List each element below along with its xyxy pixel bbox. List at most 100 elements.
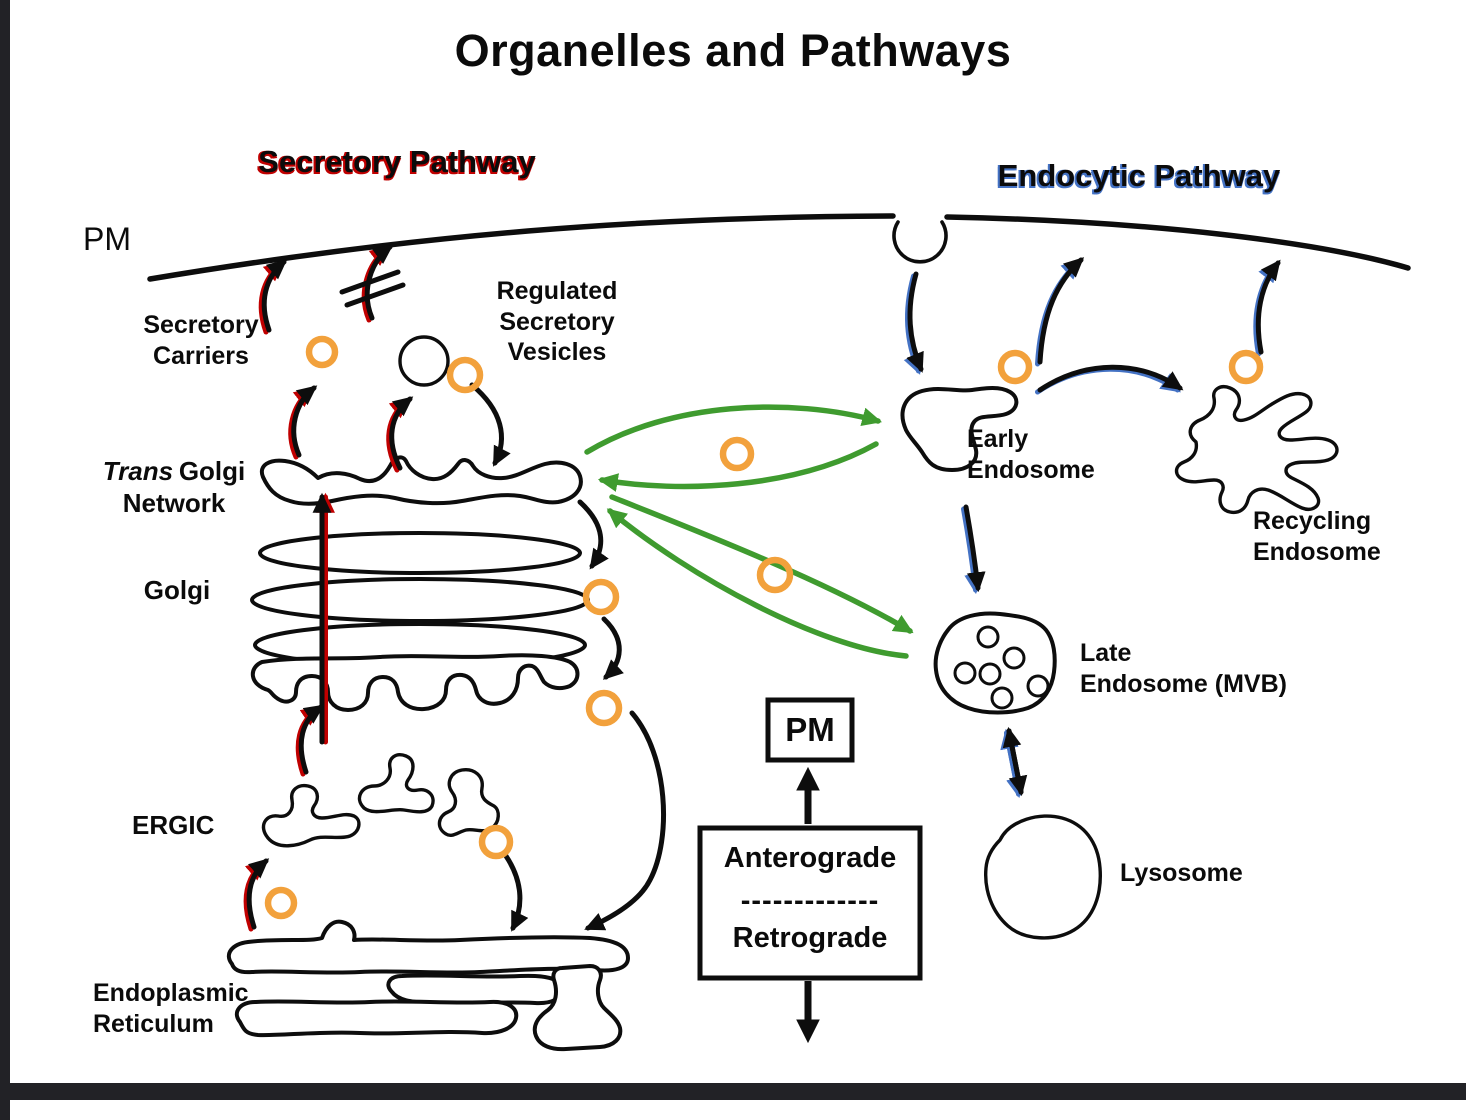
vesicle-coat-ring (264, 886, 298, 920)
recycling-endosome-shape (1174, 385, 1339, 515)
legend-pm-label: PM (785, 711, 835, 748)
arrow-er-to-ergic (243, 858, 270, 932)
endocytic-pit-icon (892, 220, 948, 264)
legend-pm-box (765, 697, 855, 763)
vesicle-coat-ring (585, 689, 623, 727)
er-tubule (226, 919, 630, 975)
label-line: Network (122, 487, 226, 518)
blocked-arrow-slash (344, 282, 406, 308)
arrow-tgn-to-vesicle (386, 396, 414, 473)
er-tubule (234, 999, 519, 1038)
regulated-secretory-vesicle-icon (398, 335, 450, 387)
blocked-arrow-slash (339, 269, 401, 295)
lysosome-shape (984, 814, 1102, 940)
late-endosome-label: Late Endosome (MVB) (1080, 638, 1287, 699)
vesicle-coat-ring (582, 578, 620, 616)
ergic-label: ERGIC (132, 810, 215, 840)
ergic-blob (261, 783, 361, 848)
left-border-bar (0, 0, 10, 1120)
ergic-cluster (261, 753, 500, 848)
recycling-endosome-label: Recycling Endosome (1253, 506, 1381, 567)
vesicle-coat-ring (719, 436, 755, 472)
green-arrow-late-endosome-to-tgn (606, 508, 909, 659)
tgn-italic-word: Trans (102, 456, 174, 486)
mvb-inner-vesicles (953, 625, 1050, 710)
arrow-golgi-retrograde-2 (601, 616, 624, 680)
early-endosome-label: Early Endosome (967, 424, 1095, 485)
vesicle-coat-ring (305, 335, 339, 369)
regulated-secretory-vesicles-label: Regulated Secretory Vesicles (497, 276, 618, 368)
arrow-early-endosome-to-pm (1035, 257, 1085, 367)
vesicle-coat-ring (446, 356, 484, 394)
er-tubule (532, 964, 623, 1052)
label-line: Recycling (1253, 507, 1372, 535)
page-title: Organelles and Pathways (454, 25, 1012, 76)
plasma-membrane-line-left (147, 213, 896, 282)
ergic-blob (437, 768, 500, 838)
label-line: Vesicles (507, 338, 607, 366)
label-line: Endosome (MVB) (1080, 669, 1287, 698)
label-line: Early (967, 425, 1029, 453)
green-arrow-tgn-to-early-endosome (584, 404, 883, 455)
ergic-blob (357, 753, 435, 814)
secretory-carriers-label: Secretory Carriers (143, 310, 258, 371)
golgi-cisterna (258, 531, 582, 575)
arrow-late-endosome-lysosome-bidirectional (1000, 726, 1028, 799)
arrow-early-to-recycling-endosome (1035, 364, 1184, 395)
endoplasmic-reticulum-label: Endoplasmic Reticulum (93, 978, 249, 1039)
endocytic-pathway-heading: Endocytic Pathway (997, 158, 1281, 193)
arrow-pit-to-early-endosome (903, 271, 924, 375)
secretory-arrows (243, 244, 414, 932)
arrow-anterograde-through-golgi (312, 492, 335, 745)
arrow-carrier-to-pm (258, 259, 288, 335)
vesicle-coat-ring (478, 824, 514, 860)
green-transport-arrows (584, 404, 914, 659)
er-tubule (386, 973, 565, 1006)
secretory-pathway-heading: Secretory Pathway (258, 144, 536, 179)
label-line: Regulated (496, 277, 618, 305)
vesicle-coat-ring (756, 556, 794, 594)
mvb-inner-vesicle (1026, 674, 1050, 698)
lysosome-label: Lysosome (1120, 859, 1243, 887)
label-line: Reticulum (93, 1009, 214, 1038)
golgi-label: Golgi (143, 575, 211, 605)
endocytic-arrows (903, 257, 1281, 799)
label-line: Endosome (967, 455, 1095, 484)
mvb-inner-vesicle (990, 686, 1014, 710)
label-line: Endoplasmic (93, 979, 249, 1007)
plasma-membrane-line-right (944, 214, 1411, 271)
label-line: Secretory (143, 311, 259, 339)
arrow-early-to-late-endosome (961, 504, 986, 595)
mvb-inner-vesicle (978, 662, 1002, 686)
bottom-border-bar (0, 1083, 1466, 1100)
label-line: Endosome (1253, 537, 1381, 566)
arrow-vesicle-to-tgn (469, 382, 511, 467)
vesicle-coat-ring (1228, 349, 1264, 385)
green-arrow-early-endosome-to-tgn (597, 441, 879, 492)
green-arrow-tgn-to-late-endosome (609, 494, 914, 634)
late-endosome-mvb (933, 611, 1057, 715)
arrow-tgn-to-carrier (288, 385, 318, 460)
label-line: Secretory (499, 307, 615, 336)
mvb-inner-vesicle (976, 625, 1000, 649)
vesicle-coat-rings (264, 335, 1264, 920)
mvb-inner-vesicle (953, 661, 977, 685)
er-network (226, 919, 630, 1052)
pm-label: PM (83, 221, 131, 257)
legend-main-box (697, 825, 923, 981)
early-endosome-shape (900, 386, 1019, 472)
black-arrows (469, 382, 666, 932)
arrow-regulated-blocked (339, 244, 406, 323)
tgn-shape (259, 455, 583, 506)
golgi-cisterna (250, 577, 590, 623)
legend-retrograde-label: Retrograde (732, 922, 888, 954)
arrow-golgi-to-er-sweep (584, 710, 666, 931)
legend-divider-dashes: ------------- (740, 885, 880, 917)
golgi-stack (250, 531, 590, 668)
arrow-tgn-retrograde-1 (577, 499, 609, 570)
plasma-membrane (147, 213, 1411, 282)
mvb-inner-vesicle (1002, 646, 1026, 670)
